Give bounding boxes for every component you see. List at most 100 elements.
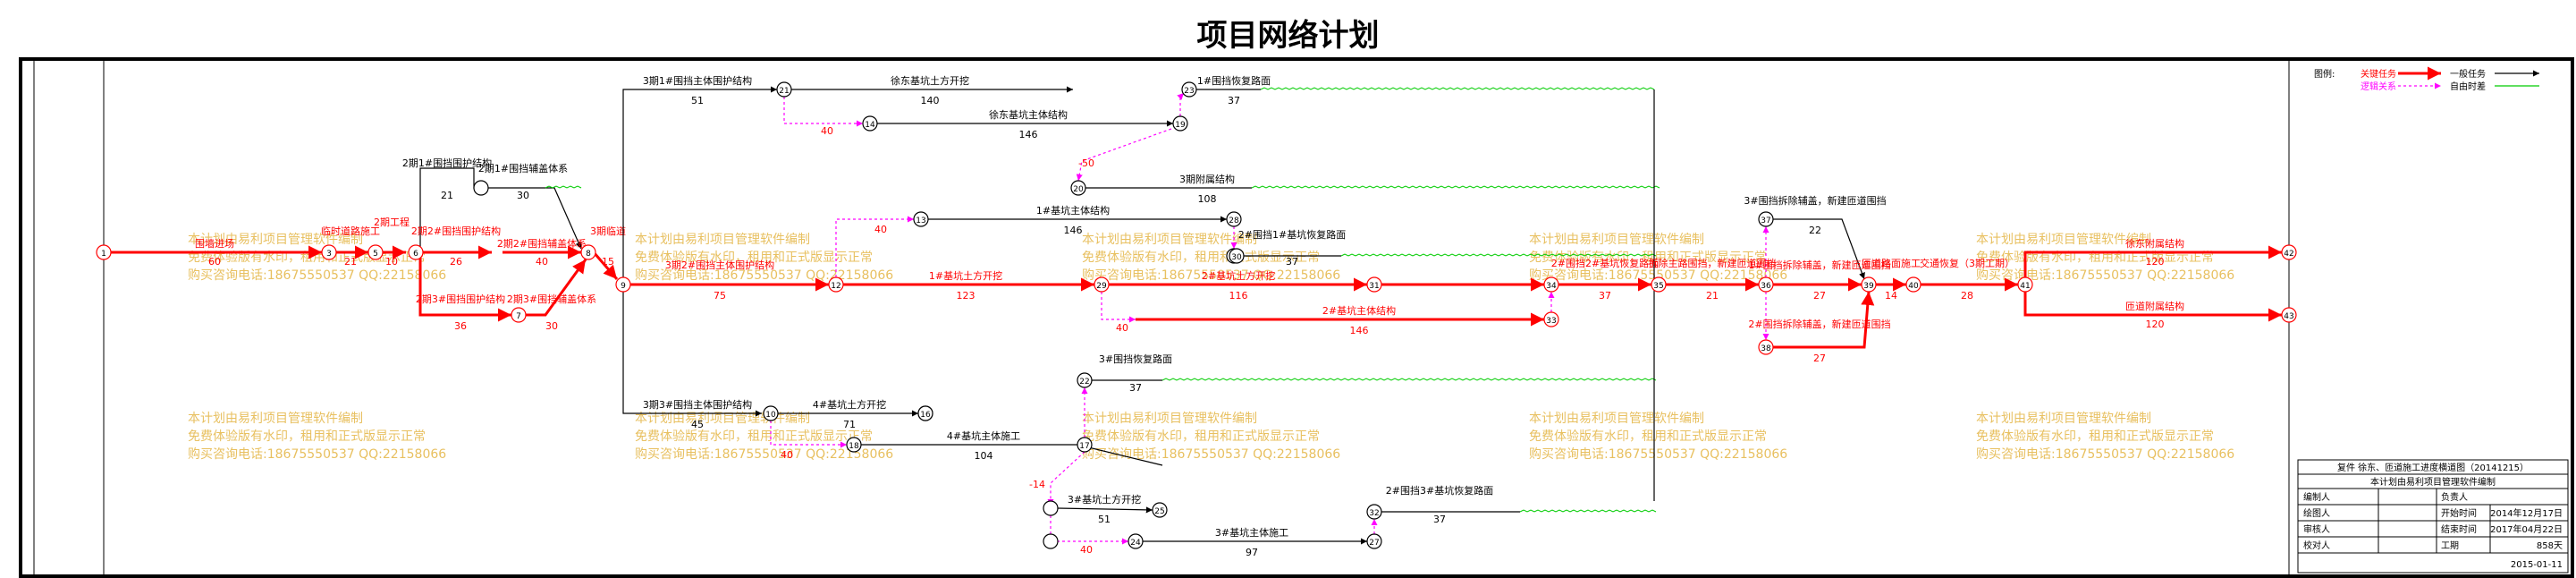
edge [783, 97, 863, 127]
title-block-label: 审核人 [2303, 523, 2330, 535]
task-duration: 37 [1129, 382, 1142, 394]
node-circle [2281, 307, 2297, 323]
edge [1076, 128, 1172, 182]
free-float [1251, 185, 1660, 189]
node-circle [2017, 276, 2033, 293]
edge [770, 421, 847, 448]
title-block-project: 复件 徐东、匝道施工进度横道图（20141215） [2337, 462, 2529, 473]
watermark-text: 免费体验版有水印，租用和正式版显示正常 [1082, 429, 1320, 444]
task-label: 3#围挡拆除辅盖，新建匝道围挡 [1744, 194, 1886, 207]
task-duration: 36 [454, 320, 467, 332]
title-block-label: 开始时间 [2441, 507, 2477, 519]
task-label: 3#围挡恢复路面 [1099, 353, 1172, 365]
node-number: 34 [1546, 282, 1557, 291]
legend-critical-label: 关键任务 [2361, 68, 2396, 80]
node-number: 16 [920, 411, 931, 420]
watermark-text: 免费体验版有水印，租用和正式版显示正常 [1529, 429, 1767, 444]
task-label: 2#围挡拆除辅盖，新建匝道围挡 [1748, 318, 1890, 330]
node-circle [1070, 180, 1086, 196]
task-label: 临时道路施工 [321, 225, 380, 237]
watermark-text: 免费体验版有水印，租用和正式版显示正常 [635, 429, 873, 444]
node-circle [828, 276, 844, 293]
task-label: 徐东基坑土方开挖 [891, 74, 969, 87]
task-duration: 146 [1064, 225, 1083, 236]
node-number: 20 [1073, 185, 1084, 194]
node-number: 24 [1130, 539, 1141, 548]
free-float [1519, 509, 1657, 513]
node-circle [1094, 276, 1110, 293]
title-block-label: 负责人 [2441, 491, 2468, 503]
node-circle [1366, 276, 1382, 293]
node-circle [615, 276, 631, 293]
node-circle [408, 244, 424, 260]
title-block-date: 2015-01-11 [2511, 560, 2563, 570]
watermark-text: 本计划由易利项目管理软件编制 [1976, 412, 2151, 426]
task-duration: 120 [2146, 256, 2165, 268]
node-number: 23 [1184, 87, 1194, 96]
task-duration: 37 [1228, 95, 1240, 106]
task-duration: 71 [843, 419, 856, 430]
title-block-frame [2297, 459, 2569, 574]
node-circle [321, 244, 337, 260]
task-label: 3#基坑主体施工 [1215, 526, 1288, 539]
title-block-subtitle: 本计划由易利项目管理软件编制 [2370, 476, 2496, 488]
node-circle [1543, 276, 1559, 293]
node-number: 18 [849, 442, 859, 451]
node-circle [2281, 244, 2297, 260]
task-label: 徐东附属结构 [2125, 237, 2184, 250]
edge [2023, 292, 2282, 322]
task-duration: 10 [385, 256, 398, 268]
chart-title: 项目网络计划 [1196, 18, 1380, 54]
edge [418, 252, 511, 322]
task-duration: 120 [2146, 319, 2165, 330]
task-label: 2期3#围挡辅盖体系 [507, 293, 596, 305]
watermark-text: 免费体验版有水印，租用和正式版显示正常 [1976, 429, 2214, 444]
node-circle [1077, 372, 1093, 388]
task-duration: 15 [602, 256, 614, 268]
node-circle [1366, 504, 1382, 520]
node-circle [1543, 311, 1559, 327]
node-number: 39 [1863, 282, 1874, 291]
title-block-value: 2017年04月22日 [2490, 523, 2563, 535]
legend: 图例:关键任务一般任务逻辑关系自由时差 [2314, 66, 2539, 92]
title-block-value: 858天 [2537, 541, 2563, 551]
task-label: 拆除主路围挡，新建匝道围挡 [1649, 257, 1777, 269]
task-label: 3期1#围挡主体围护结构 [643, 74, 752, 87]
legend-logic-label: 逻辑关系 [2361, 81, 2396, 92]
title-block-label: 绘图人 [2303, 507, 2330, 519]
task-duration: 21 [441, 190, 453, 201]
node-circle [1172, 115, 1188, 132]
task-label: 2#围挡2#基坑恢复路面 [1551, 257, 1659, 269]
node-circle [1043, 500, 1059, 516]
legend-float-label: 自由时差 [2450, 81, 2486, 92]
outer-border [19, 57, 2574, 578]
edge [1101, 292, 1136, 323]
node-number: 38 [1761, 344, 1771, 353]
node-number: 33 [1546, 317, 1556, 326]
free-float [1340, 253, 1657, 257]
task-duration: 37 [1286, 256, 1298, 268]
watermark-text: 购买咨询电话:18675550537 QQ:22158066 [1082, 268, 1340, 283]
task-duration: 30 [545, 320, 558, 332]
watermark-text: 本计划由易利项目管理软件编制 [1529, 233, 1704, 247]
node-number: 32 [1369, 509, 1379, 518]
free-float [1161, 378, 1657, 381]
node-circle [917, 405, 933, 421]
task-duration: 97 [1246, 547, 1258, 558]
drawing-frame [19, 57, 2574, 578]
lag-label: 40 [1080, 544, 1093, 556]
task-duration: 104 [975, 450, 993, 462]
node-number: 5 [373, 250, 378, 259]
task-label: 3期2#围挡主体围护结构 [665, 259, 774, 271]
title-block-label: 工期 [2441, 540, 2459, 551]
node-circle [1758, 211, 1774, 227]
lag-label: -50 [1078, 157, 1094, 169]
task-label: 1#围挡拆除辅盖，新建匝道围挡 [1748, 259, 1890, 271]
task-duration: 140 [921, 95, 940, 106]
node-number: 37 [1761, 217, 1770, 225]
node-number: 29 [1096, 282, 1107, 291]
task-duration: 28 [1961, 290, 1973, 302]
node-circle [1226, 211, 1242, 227]
watermark-text: 本计划由易利项目管理软件编制 [188, 412, 363, 426]
